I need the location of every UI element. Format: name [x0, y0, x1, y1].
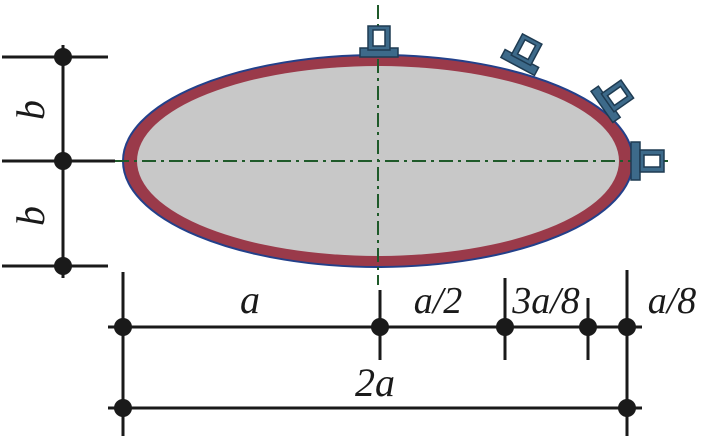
dim-dot-top: [54, 48, 72, 66]
dim-dot-total-left: [114, 399, 132, 417]
label-b-lower: b: [8, 206, 53, 226]
label-three-a-eighth: 3a/8: [511, 280, 580, 322]
dim-dot-middle: [54, 152, 72, 170]
label-a: a: [240, 277, 260, 322]
clamp-right: [589, 79, 635, 124]
dim-dot-three-eighth: [579, 318, 597, 336]
dim-dot-bottom: [54, 257, 72, 275]
clamp-end: [630, 141, 665, 181]
clamp-top: [359, 25, 399, 58]
clamp-upper-right: [499, 32, 543, 77]
label-b-upper: b: [8, 100, 53, 120]
vertical-dimension: [2, 45, 115, 278]
horizontal-dimension-bottom-row: [108, 399, 642, 417]
dim-dot-right: [618, 318, 636, 336]
dim-dot-left: [114, 318, 132, 336]
dim-dot-center: [371, 318, 389, 336]
label-a-eighth: a/8: [648, 280, 697, 322]
dim-dot-half: [496, 318, 514, 336]
label-two-a: 2a: [355, 360, 395, 405]
dim-dot-total-right: [618, 399, 636, 417]
label-a-half: a/2: [414, 280, 463, 322]
